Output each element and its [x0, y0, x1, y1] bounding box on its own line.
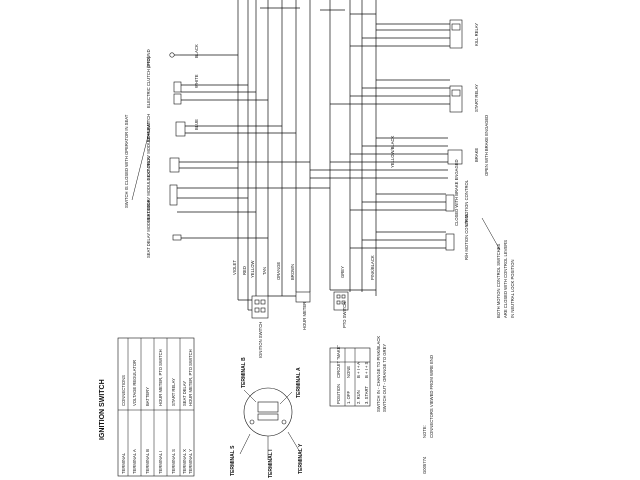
violet-label: VIOLET: [232, 260, 237, 275]
kill-relay-branch: KILL RELAY: [350, 19, 479, 49]
terminal-b-label: TERMINAL B: [241, 357, 247, 388]
position-row-3-make: B + I + S: [364, 361, 369, 378]
seat-delay-control-branch: SEAT DELAY MODULE CONTROL SWITCH IS CLOS…: [124, 114, 330, 222]
position-header: POSITION: [336, 384, 341, 404]
motion-switch-note-3: IN NEUTRAL LOCK POSITION: [510, 260, 515, 318]
ign-row-6-conn: HOUR METER, PTO SWITCH: [188, 349, 193, 406]
pto-note-1: SWITCH IN - CHANGE TO PINK/BLACK: [376, 336, 381, 412]
brown-label: BROWN: [290, 264, 295, 280]
ign-row-2-term: TERMINAL B: [145, 449, 150, 474]
seat-delay-control-label: SEAT DELAY MODULE CONTROL: [146, 156, 151, 222]
seat-delay-input-label: SEAT DELAY MODULE INPUT: [146, 122, 151, 180]
terminal-y-label: TERMINAL Y: [298, 443, 304, 474]
pto-switch-connector: PTO SWITCH: [333, 291, 349, 328]
black-wire-label: BLACK: [194, 44, 199, 58]
ign-row-4-conn: START RELAY: [171, 378, 176, 406]
connections-header: CONNECTIONS: [121, 375, 126, 406]
grey-label: GREY: [340, 266, 345, 278]
terminal-a-label: TERMINAL A: [296, 367, 302, 398]
electric-clutch-label: ELECTRIC CLUTCH (PTO): [146, 56, 151, 108]
lh-motion-branch: L/H MOTION CONTROL CLOSED WITH BRAKE ENG…: [350, 159, 469, 226]
note-label: NOTE:: [422, 425, 427, 438]
switch-closed-note: SWITCH IS CLOSED WITH OPERATOR IN SEAT: [124, 114, 129, 208]
harness-trunk: [237, 0, 377, 310]
rh-motion-label: R/H MOTION CONTROL: [464, 213, 469, 260]
seat-delay-diode-branch: SEAT DELAY MODULE DIODE: [146, 199, 268, 258]
circuit-make-header: CIRCUIT "MAKE": [336, 345, 341, 378]
drawing-number: G005774: [422, 456, 427, 474]
red-label: RED: [242, 266, 247, 275]
pink-black-label: PINK/BLACK: [370, 255, 375, 280]
terminal-header: TERMINAL: [121, 452, 126, 474]
seat-delay-diode-label: SEAT DELAY MODULE DIODE: [146, 199, 151, 258]
bottom-harness: VIOLET RED YELLOW TAN ORANGE BROWN GREY …: [232, 220, 377, 311]
ignition-switch-face: TERMINAL B TERMINAL A TERMINAL S TERMINA…: [230, 357, 304, 478]
position-row-1-make: NONE: [346, 366, 351, 378]
ignition-table-title: IGNITION SWITCH: [99, 379, 106, 440]
terminal-s-label: TERMINAL S: [230, 445, 236, 476]
rh-motion-branch: R/H MOTION CONTROL BOTH MOTION CONTROL S…: [350, 213, 515, 318]
orange-label: ORANGE: [276, 262, 281, 280]
seat-delay-input-branch: SEAT DELAY MODULE INPUT: [146, 122, 310, 180]
ignition-switch-label: IGNITION SWITCH: [258, 322, 263, 358]
ign-row-5-conn: SEAT DELAY: [182, 381, 187, 406]
ign-row-3-conn: HOUR METER, PTO SWITCH: [158, 349, 163, 406]
motion-switch-note-2: ARE CLOSED WITH CONTROL LEVERS: [503, 240, 508, 318]
connector-note: NOTE: CONNECTORS VIEWED FROM WIRE END G0…: [422, 355, 434, 474]
start-relay-label: START RELAY: [474, 84, 479, 112]
yellow-label: YELLOW: [250, 260, 255, 278]
motion-switch-note-1: BOTH MOTION CONTROL SWITCHES: [496, 244, 501, 318]
position-row-2: 2. RUN: [356, 390, 361, 404]
position-row-3: 3. START: [364, 386, 369, 404]
position-row-2-make: B + I + A: [356, 362, 361, 378]
ground-label: GROUND: [146, 49, 151, 68]
ign-row-2-conn: BATTERY: [145, 387, 150, 406]
note-text: CONNECTORS VIEWED FROM WIRE END: [429, 355, 434, 438]
hour-meter-label: HOUR METER: [302, 302, 307, 330]
brake-branch: BRAKE OPEN WITH BRAKE ENGAGED YELLOW/BLA…: [310, 115, 489, 179]
yellow-black-wire-label: YELLOW/BLACK: [390, 135, 395, 168]
ign-row-1-term: TERMINAL A: [132, 449, 137, 474]
kill-relay-label: KILL RELAY: [474, 23, 479, 46]
ignition-table: IGNITION SWITCH TERMINAL CONNECTIONS TER…: [99, 337, 195, 477]
white-wire-label: WHITE: [194, 74, 199, 88]
ign-row-4-term: TERMINAL S: [171, 449, 176, 474]
pto-switch-label: PTO SWITCH: [342, 302, 347, 328]
ground-branch: GROUND BLACK: [146, 44, 238, 68]
electric-clutch-branch: ELECTRIC CLUTCH (PTO) WHITE: [146, 56, 268, 108]
ign-row-1-conn: VOLTAGE REGULATOR: [132, 360, 137, 406]
ignition-connector: IGNITION SWITCH: [251, 295, 269, 358]
terminal-i-label: TERMINAL I: [268, 449, 274, 478]
ign-row-3-term: TERMINAL I: [158, 451, 163, 474]
seat-switch-branch: SEAT SWITCH BLUE: [146, 114, 296, 142]
lh-motion-label: L/H MOTION CONTROL: [464, 179, 469, 226]
hour-meter-connector: HOUR METER: [295, 291, 311, 330]
pto-note-2: SWITCH OUT - ORANGE TO GREY: [382, 344, 387, 412]
blue-wire-label: BLUE: [194, 119, 199, 130]
tan-label: TAN: [262, 267, 267, 275]
ign-row-5-term: TERMINAL X: [182, 449, 187, 474]
seat-switch-label: SEAT SWITCH: [146, 114, 151, 142]
lh-motion-note: CLOSED WITH BRAKE ENGAGED: [454, 159, 459, 226]
pto-position-table: POSITION CIRCUIT "MAKE" 1. OFF NONE 2. R…: [329, 336, 387, 412]
start-relay-branch: START RELAY: [330, 79, 479, 113]
brake-note: OPEN WITH BRAKE ENGAGED: [484, 115, 489, 176]
brake-label: BRAKE: [474, 148, 479, 162]
position-row-1: 1. OFF: [346, 391, 351, 404]
ign-row-6-term: TERMINAL Y: [188, 449, 193, 474]
